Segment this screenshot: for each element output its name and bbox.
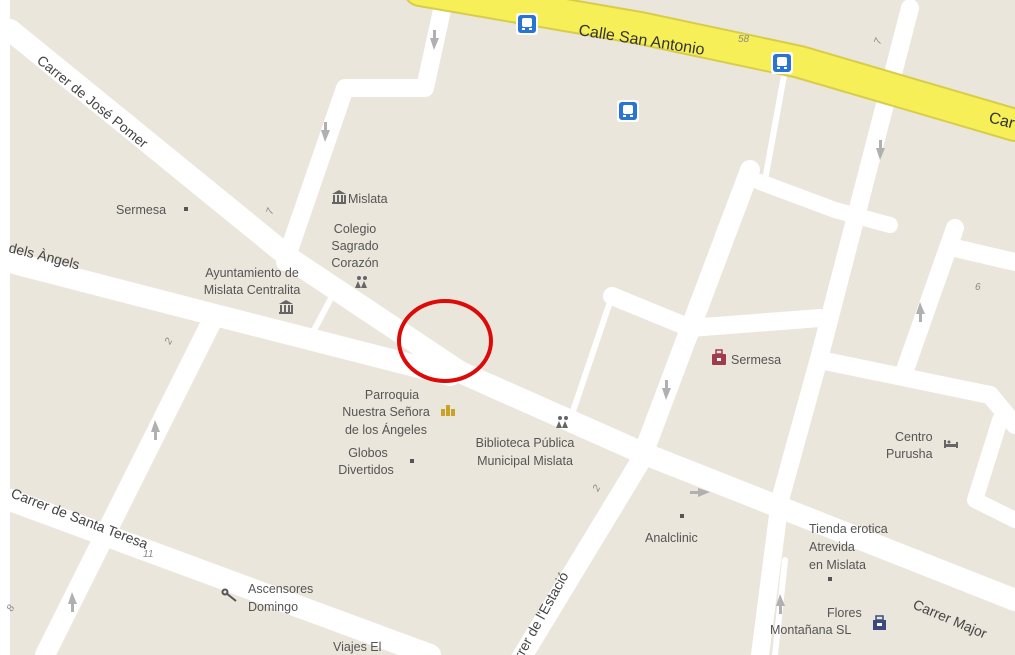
- house-number: 7: [264, 207, 276, 216]
- poi-label-globos[interactable]: Globos: [348, 446, 388, 460]
- poi-label-tienda[interactable]: en Mislata: [809, 558, 866, 572]
- poi-label-ascensores[interactable]: Ascensores: [248, 582, 313, 596]
- poi-label-colegio[interactable]: Corazón: [331, 256, 378, 270]
- poi-label-colegio[interactable]: Colegio: [334, 222, 376, 236]
- museum-icon: [332, 190, 346, 204]
- poi-label-flores[interactable]: Flores: [827, 606, 862, 620]
- road-estacio: [511, 160, 760, 655]
- road-upper-cross: [752, 174, 898, 233]
- school-icon: [556, 416, 568, 428]
- road-calle-san-antonio: [408, 0, 1015, 140]
- poi-label-ascensores[interactable]: Domingo: [248, 600, 298, 614]
- poi-label-tienda[interactable]: Tienda erotica: [809, 522, 888, 536]
- hotel-icon: [944, 440, 958, 448]
- poi-dot-icon: [828, 577, 832, 581]
- road-santa-teresa: [0, 489, 441, 655]
- bag-icon: [712, 349, 726, 365]
- church-icon: [441, 405, 455, 416]
- repair-icon: [221, 588, 237, 602]
- road-east-vertical: [751, 0, 919, 655]
- poi-label-biblioteca[interactable]: Biblioteca Pública: [476, 436, 575, 450]
- poi-label-sermesa[interactable]: Sermesa: [116, 203, 166, 217]
- poi-label-globos[interactable]: Divertidos: [338, 463, 394, 477]
- poi-label-sermesa-right[interactable]: Sermesa: [731, 353, 781, 367]
- house-number: 2: [590, 483, 603, 494]
- bus-stop-icon[interactable]: [516, 13, 538, 35]
- poi-label-parroquia[interactable]: de los Ángeles: [345, 422, 427, 437]
- road-north-link: [276, 1, 451, 271]
- school-icon: [355, 276, 367, 288]
- house-number: 11: [143, 549, 153, 560]
- house-number: 8: [5, 603, 18, 613]
- one-way-arrow-icon: [68, 30, 925, 614]
- poi-label-ayuntamiento[interactable]: Ayuntamiento de: [205, 266, 299, 280]
- map-left-edge: [0, 0, 10, 655]
- poi-label-centro[interactable]: Purusha: [886, 447, 933, 461]
- road-street-6: [896, 219, 964, 379]
- museum-icon: [279, 300, 293, 314]
- poi-label-tienda[interactable]: Atrevida: [809, 540, 855, 554]
- road-mid-cross: [603, 287, 829, 337]
- bus-stop-icon[interactable]: [771, 52, 793, 74]
- poi-label-viajes[interactable]: Viajes El: [333, 640, 381, 654]
- road-east-cross: [811, 351, 1015, 434]
- road-south-east: [967, 412, 1015, 528]
- shop-icon: [873, 615, 886, 630]
- poi-label-mislata[interactable]: Mislata: [348, 192, 388, 206]
- poi-label-centro[interactable]: Centro: [895, 430, 933, 444]
- house-number: 6: [975, 282, 981, 293]
- poi-label-parroquia[interactable]: Parroquia: [365, 388, 419, 402]
- bus-stop-icon[interactable]: [617, 100, 639, 122]
- poi-label-ayuntamiento[interactable]: Mislata Centralita: [204, 283, 301, 297]
- house-number: 58: [738, 34, 750, 45]
- poi-label-biblioteca[interactable]: Municipal Mislata: [477, 454, 573, 468]
- road-street-6-stub: [946, 239, 1015, 271]
- poi-dot-icon: [410, 459, 414, 463]
- poi-label-flores[interactable]: Montañana SL: [770, 623, 851, 637]
- poi-label-colegio[interactable]: Sagrado: [331, 239, 378, 253]
- street-label-calle-san-antonio-cont: Car: [987, 109, 1015, 132]
- poi-dot-icon: [680, 514, 684, 518]
- house-number: 7: [872, 37, 884, 46]
- house-number: 2: [162, 336, 175, 347]
- poi-label-analclinic[interactable]: Analclinic: [645, 531, 698, 545]
- poi-dot-icon: [184, 207, 188, 211]
- poi-label-parroquia[interactable]: Nuestra Señora: [342, 405, 430, 419]
- highlight-circle: [397, 299, 493, 383]
